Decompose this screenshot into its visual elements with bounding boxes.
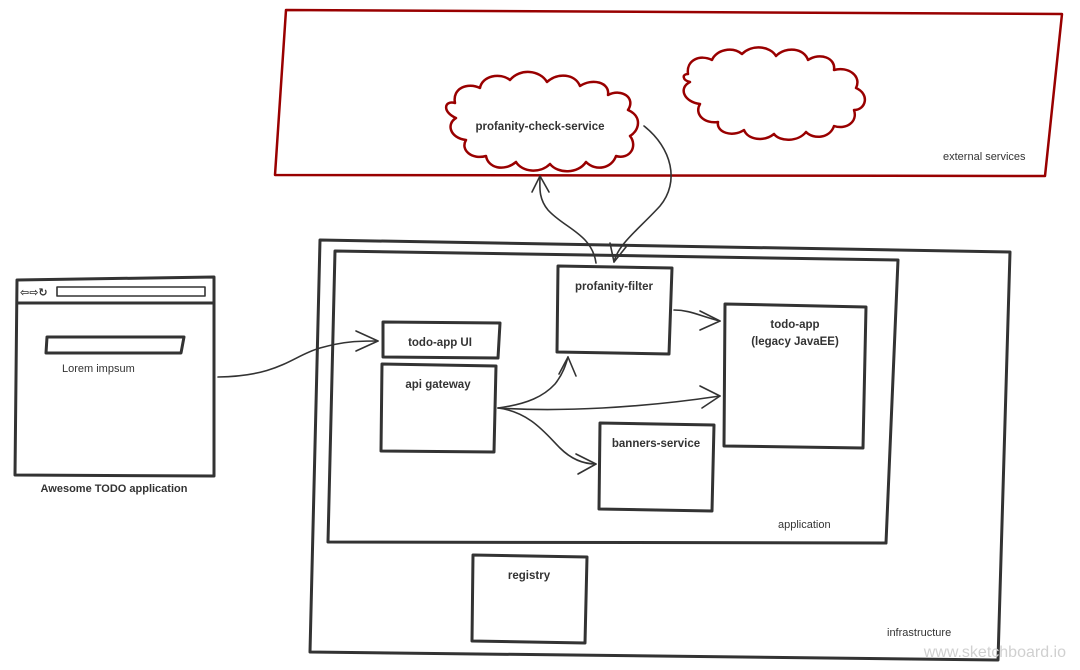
arrowhead-todo-app-from-filter <box>699 310 721 331</box>
external-services-zone: external services profanity-check-servic… <box>273 8 1064 178</box>
profanity-check-service-cloud <box>444 70 640 173</box>
infrastructure-boundary <box>308 238 1012 662</box>
application-label: application <box>778 519 831 531</box>
node-banners-service: banners-service <box>597 421 716 513</box>
todo-app-label: todo-app <box>770 319 819 331</box>
arrowhead-profanity-filter <box>558 356 577 377</box>
todo-app-sublabel: (legacy JavaEE) <box>751 336 839 348</box>
banners-service-box <box>597 421 716 513</box>
arrowhead-todo-app-ui <box>355 330 379 352</box>
infrastructure-label: infrastructure <box>887 627 951 639</box>
application-zone: application <box>326 249 900 545</box>
profanity-check-service-label: profanity-check-service <box>475 121 604 133</box>
connectors <box>217 125 721 475</box>
todo-app-ui-label: todo-app UI <box>408 337 472 349</box>
arrowhead-banners-service <box>575 453 597 475</box>
unnamed-external-service-cloud <box>682 46 866 141</box>
registry-box <box>470 553 589 645</box>
arrowhead-filter-from-check-service <box>609 242 627 263</box>
arrow-browser-to-todo-app-ui <box>217 340 379 378</box>
node-todo-app-ui: todo-app UI <box>381 320 502 360</box>
browser-window: ⇦⇨↻ Lorem impsum Awesome TODO applicatio… <box>13 275 216 495</box>
todo-app-ui-box <box>381 320 502 360</box>
node-profanity-filter: profanity-filter <box>555 264 674 356</box>
arrowhead-todo-app-from-gateway <box>699 385 721 409</box>
arrow-gateway-to-todo-app <box>497 395 721 411</box>
external-services-label: external services <box>943 151 1026 163</box>
browser-address-bar <box>56 286 206 297</box>
infrastructure-zone: infrastructure <box>308 238 1012 662</box>
application-boundary <box>326 249 900 545</box>
browser-content-bar <box>44 335 186 355</box>
todo-app-box <box>722 302 868 450</box>
node-api-gateway: api gateway <box>379 362 498 454</box>
browser-content-text: Lorem impsum <box>62 363 135 375</box>
arrow-gateway-to-profanity-filter <box>497 356 569 409</box>
arrow-check-service-to-filter <box>613 125 672 263</box>
profanity-filter-box <box>555 264 674 356</box>
banners-service-label: banners-service <box>612 438 700 450</box>
api-gateway-label: api gateway <box>405 379 471 391</box>
node-todo-app-legacy: todo-app (legacy JavaEE) <box>722 302 868 450</box>
registry-label: registry <box>508 570 551 582</box>
node-registry: registry <box>470 553 589 645</box>
browser-nav-icons: ⇦⇨↻ <box>20 286 48 299</box>
api-gateway-box <box>379 362 498 454</box>
arrow-profanity-filter-to-todo-app <box>673 309 721 322</box>
arrow-gateway-to-banners-service <box>497 407 597 465</box>
arrowhead-check-service <box>531 175 550 193</box>
profanity-filter-label: profanity-filter <box>575 281 653 293</box>
sketchboard-watermark: www.sketchboard.io <box>923 644 1066 661</box>
browser-caption: Awesome TODO application <box>41 483 188 495</box>
arrow-filter-to-check-service <box>539 175 597 264</box>
browser-frame <box>13 275 216 478</box>
external-services-boundary <box>273 8 1064 178</box>
